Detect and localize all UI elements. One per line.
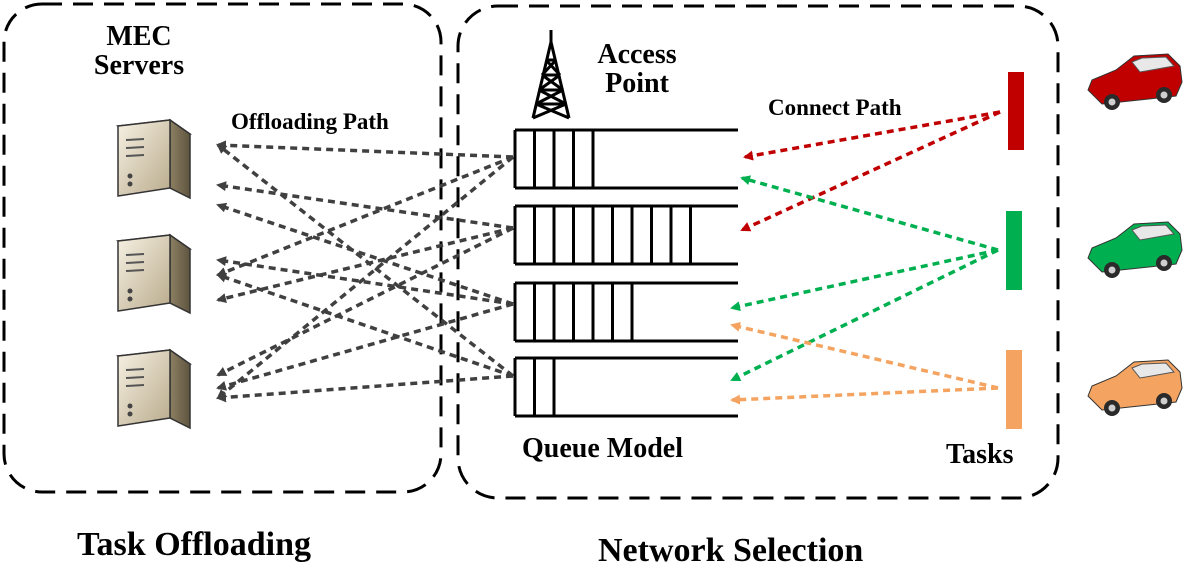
connect-path-arrow [730,248,999,312]
offloading-path-arrow [216,302,514,391]
task-offloading-caption: Task Offloading [77,526,311,563]
mec-servers [115,118,193,430]
queue-1 [513,128,738,190]
offloading-path-arrow [216,155,514,277]
offloading-path-arrow [216,374,514,403]
connect-path-arrow [730,386,999,405]
offloading-paths [216,140,515,403]
access-point-line1: Access [597,39,677,70]
server-icon [115,233,193,315]
offloading-path-arrow [216,143,515,378]
connect-path-arrow [730,321,999,390]
offloading-path-arrow [216,272,514,378]
connect-path-arrow [730,248,999,382]
task-bar-2 [1006,211,1022,290]
task-bar-3 [1006,350,1022,429]
task-offloading-region [2,2,443,494]
offloading-path-arrow [216,226,514,303]
connect-path-arrow [740,175,999,252]
task-bar-1 [1008,72,1024,150]
server-icon [115,348,193,430]
orange-car-icon [1087,359,1183,416]
connect-path-arrow [740,110,1001,232]
queue-2 [513,204,738,266]
mec-servers-title: MEC Servers [84,22,194,81]
tasks-label: Tasks [946,439,1014,470]
access-point-title: Access Point [578,40,696,99]
mec-title-line1: MEC [106,21,172,52]
queue-model [513,128,738,418]
green-car-icon [1087,221,1183,278]
connect-paths [730,110,1001,405]
offloading-path-arrow [216,155,515,400]
task-bars [1006,72,1024,429]
offloading-path-arrow [216,202,514,306]
offloading-path-label: Offloading Path [231,109,389,134]
vehicles [1087,53,1183,416]
access-point-tower-icon [531,30,571,120]
red-car-icon [1087,53,1183,110]
offloading-path-arrow [216,181,514,230]
queue-4 [513,356,738,418]
network-selection-region [456,4,1060,500]
mec-title-line2: Servers [93,50,185,82]
offloading-path-arrow [216,140,514,159]
queue-model-label: Queue Model [522,433,683,464]
offloading-path-arrow [216,256,514,306]
server-icon [115,118,193,200]
offloading-path-arrow [216,226,514,377]
access-point-line2: Point [605,68,669,100]
queue-3 [513,281,738,343]
network-selection-caption: Network Selection [598,532,864,569]
connect-path-label: Connect Path [768,95,902,120]
